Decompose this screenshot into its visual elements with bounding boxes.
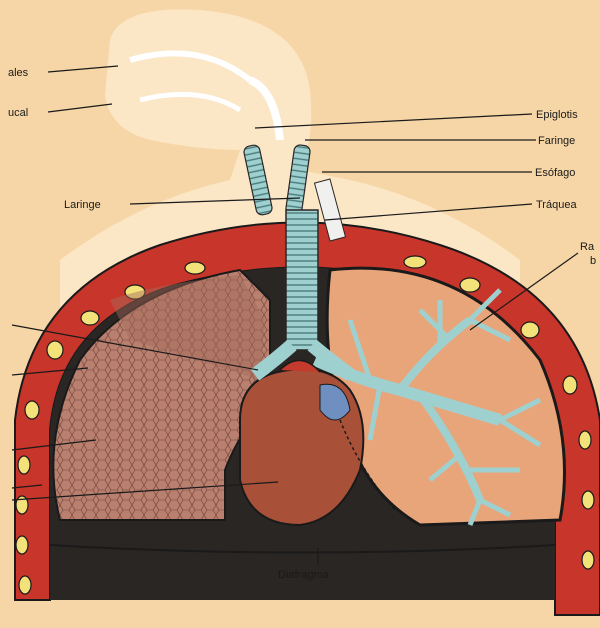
- label-nasales: ales: [8, 67, 29, 79]
- trachea: [286, 210, 318, 350]
- label-ramificacion-2: b: [590, 255, 596, 267]
- label-ramificacion-1: Ra: [580, 241, 595, 253]
- label-esofago: Esófago: [535, 167, 575, 179]
- label-laringe: Laringe: [64, 199, 101, 211]
- label-traquea: Tráquea: [536, 199, 577, 211]
- label-faringe: Faringe: [538, 135, 575, 147]
- label-diafragma: Diafragma: [278, 569, 330, 581]
- label-epiglotis: Epiglotis: [536, 109, 578, 121]
- label-bucal: ucal: [8, 107, 28, 119]
